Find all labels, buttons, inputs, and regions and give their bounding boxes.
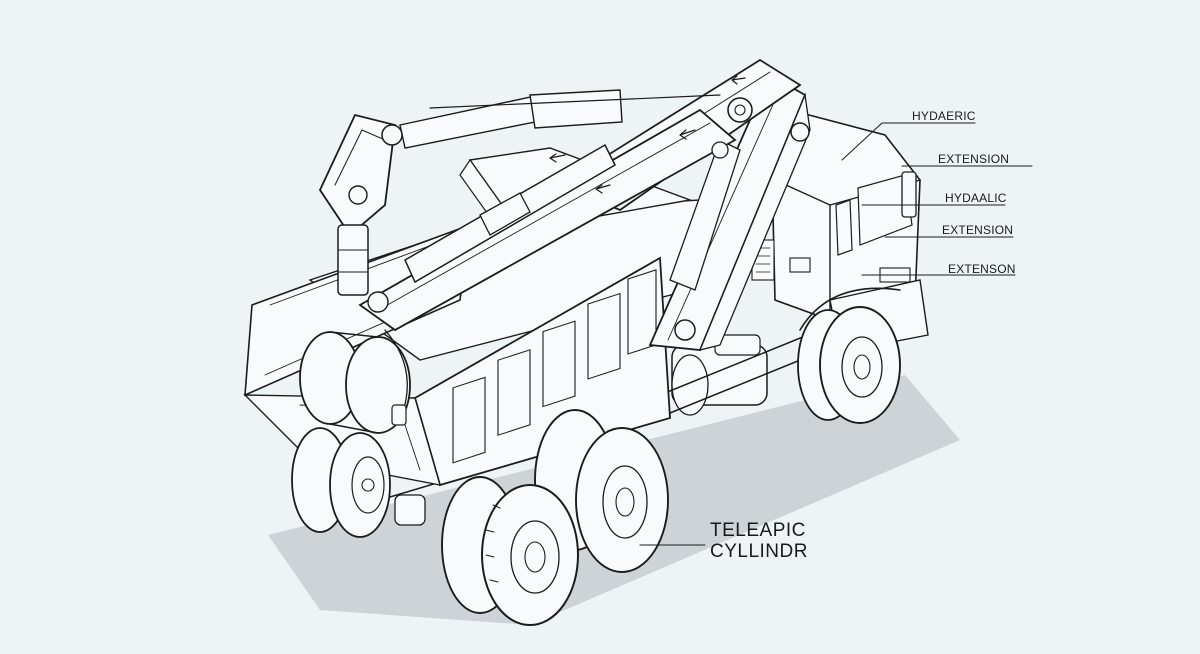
leader-lines [639, 122, 1033, 546]
label-hydaalic: HYDAALIC [945, 191, 1007, 205]
rear-left-wheels [291, 427, 391, 538]
label-extension-1: EXTENSION [938, 152, 1010, 166]
label-hydaeric: HYDAERIC [912, 109, 976, 123]
label-telepic-line1: TELEAPIC [710, 520, 806, 541]
front-wheel [797, 287, 901, 424]
label-extenson: EXTENSON [948, 262, 1016, 276]
label-extension-2: EXTENSION [942, 223, 1014, 237]
crane-head [299, 113, 411, 434]
foreground-wheel [441, 476, 579, 626]
label-telepic-cylinder: TELEAPIC CYLLINDR [710, 520, 808, 562]
leader-hydaeric [841, 122, 883, 161]
fuel-tank [671, 334, 768, 416]
crane-boom [358, 58, 811, 351]
label-telepic-line2: CYLLINDR [710, 541, 808, 562]
truck-cab [751, 109, 929, 353]
